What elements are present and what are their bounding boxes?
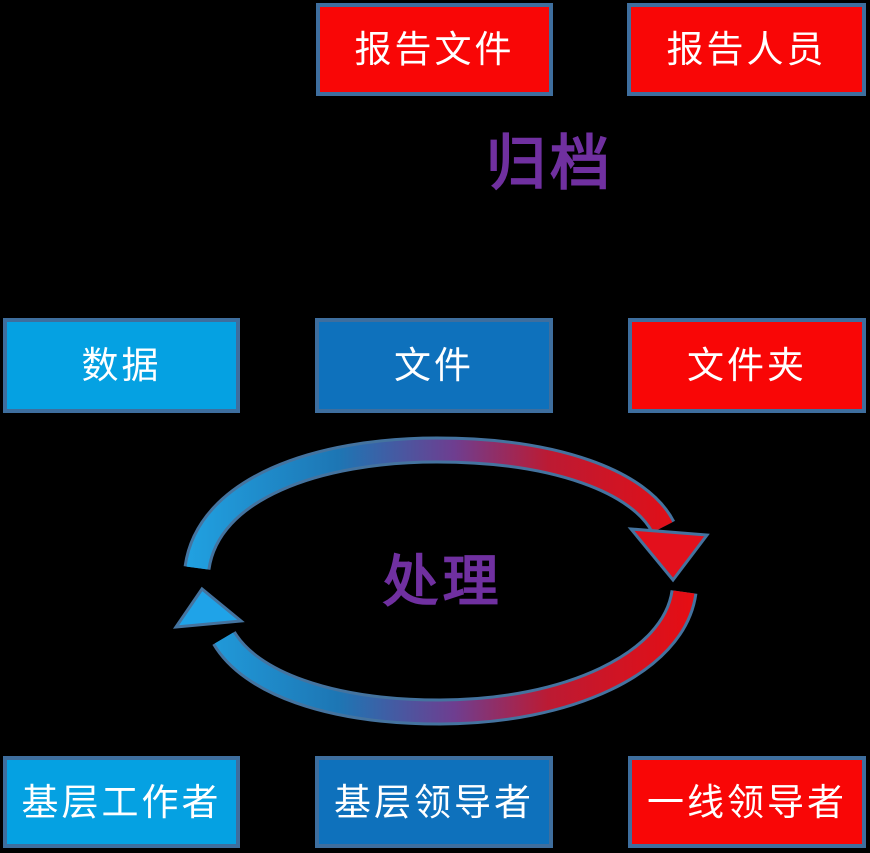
- box-frontline-leader-label: 一线领导者: [647, 780, 847, 824]
- box-grassroots-leader: 基层领导者: [315, 756, 553, 848]
- box-report-file-label: 报告文件: [354, 28, 515, 71]
- box-data: 数据: [3, 318, 240, 413]
- box-file: 文件: [315, 318, 553, 413]
- box-grassroots-leader-label: 基层领导者: [334, 780, 534, 824]
- box-folder-label: 文件夹: [687, 344, 807, 387]
- archive-label: 归档: [486, 129, 614, 199]
- box-report-file: 报告文件: [316, 3, 553, 96]
- blue-arrowhead-icon: [172, 586, 245, 629]
- bottom-arc: [214, 589, 695, 723]
- box-folder: 文件夹: [628, 318, 866, 413]
- box-data-label: 数据: [81, 344, 162, 387]
- top-arc: [186, 439, 673, 570]
- box-file-label: 文件: [394, 344, 474, 387]
- red-arrowhead-icon: [627, 527, 710, 583]
- box-frontline-leader: 一线领导者: [628, 756, 866, 848]
- box-grassroots-worker: 基层工作者: [3, 756, 240, 848]
- box-grassroots-worker-label: 基层工作者: [21, 780, 222, 824]
- box-report-personnel-label: 报告人员: [666, 28, 827, 71]
- box-report-personnel: 报告人员: [627, 3, 866, 96]
- process-label: 处理: [382, 550, 503, 615]
